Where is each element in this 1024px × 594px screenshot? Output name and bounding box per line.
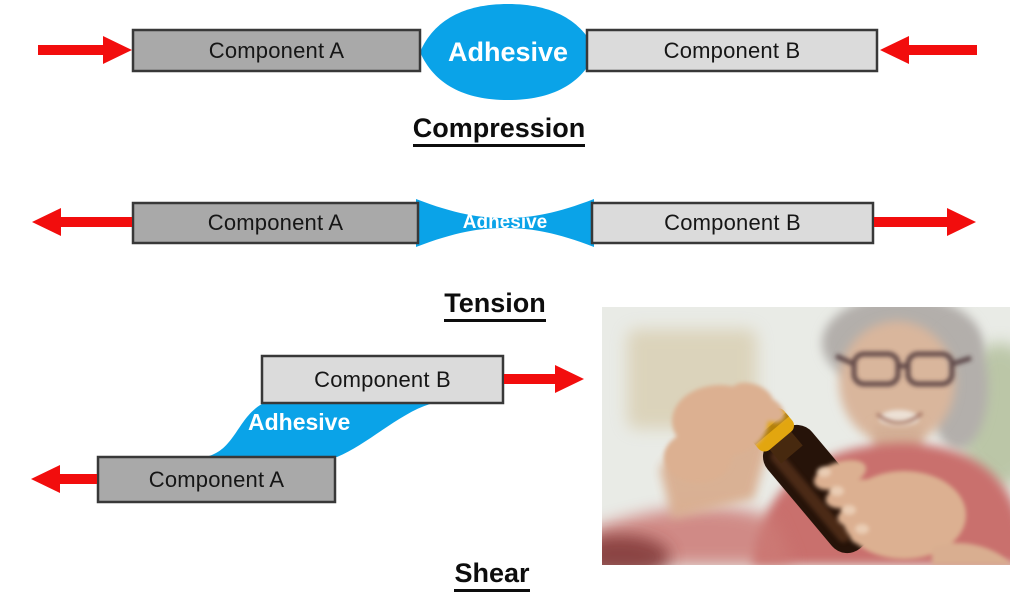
tension-adhesive-shape bbox=[416, 199, 594, 247]
photo-fingernails bbox=[817, 467, 869, 534]
shear-component-a-box bbox=[96, 455, 337, 504]
compression-adhesive-label: Adhesive bbox=[447, 36, 569, 67]
shear-component-a-label: Component A bbox=[148, 466, 285, 492]
compression-component-b-label: Component B bbox=[663, 37, 801, 63]
tension-title: Tension bbox=[395, 288, 595, 323]
tension-left-arrow-icon bbox=[32, 208, 132, 236]
compression-left-arrow-icon bbox=[38, 36, 132, 64]
compression-title: Compression bbox=[384, 113, 614, 148]
shear-component-b-label: Component B bbox=[314, 366, 451, 392]
shear-right-arrow-icon bbox=[504, 365, 584, 393]
shear-title: Shear bbox=[392, 558, 592, 593]
photo-right-hand bbox=[814, 460, 1010, 565]
photo-glasses bbox=[834, 351, 972, 387]
bottle-opening-photo-art bbox=[602, 307, 1010, 565]
tension-adhesive-label: Adhesive bbox=[462, 211, 548, 233]
compression-adhesive-shape bbox=[420, 4, 596, 100]
tension-right-arrow-icon bbox=[874, 208, 976, 236]
compression-right-arrow-icon bbox=[880, 36, 977, 64]
tension-component-a-label: Component A bbox=[207, 210, 344, 235]
compression-component-a-label: Component A bbox=[208, 37, 345, 63]
shear-adhesive-label: Adhesive bbox=[248, 408, 351, 435]
tension-component-b-label: Component B bbox=[664, 210, 801, 235]
photo-table-blur bbox=[602, 535, 670, 565]
compression-component-a-box bbox=[131, 28, 422, 73]
shear-component-b-box bbox=[260, 354, 505, 405]
photo-left-hand bbox=[664, 382, 785, 483]
bottle-opening-photo bbox=[602, 307, 1010, 565]
tension-component-a-box bbox=[131, 201, 420, 245]
compression-component-b-box bbox=[585, 28, 879, 73]
photo-smile bbox=[876, 410, 923, 428]
shear-left-arrow-icon bbox=[31, 465, 97, 493]
shear-adhesive-shape bbox=[205, 404, 430, 457]
tension-component-b-box bbox=[590, 201, 875, 245]
